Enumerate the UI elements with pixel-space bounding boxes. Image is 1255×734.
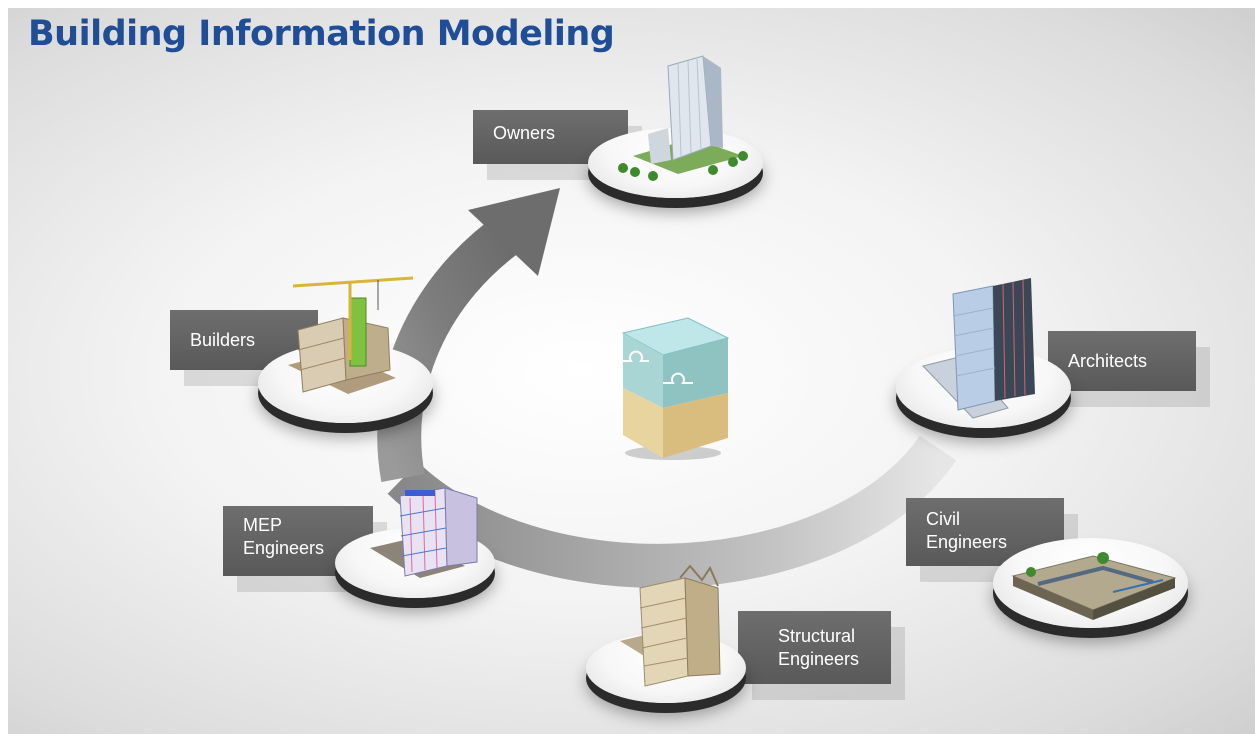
mep-building-icon: [370, 487, 478, 578]
mep-label-line1: MEP: [243, 515, 283, 535]
owners-building-icon: [618, 55, 748, 181]
architects-building-icon: [922, 278, 1035, 419]
structural-label-line1: Structural: [778, 625, 856, 646]
architects-label-text: Architects: [1068, 350, 1148, 371]
page-title: Building Information Modeling: [28, 14, 615, 54]
builders-label-text: Builders: [190, 329, 256, 350]
structural-building-icon: [620, 564, 721, 687]
civil-site-icon: [1011, 552, 1177, 620]
structural-engineers-label: Structural Engineers: [738, 611, 891, 684]
mep-engineers-label: MEP Engineers: [223, 506, 373, 576]
bim-model-icon: [621, 317, 730, 460]
owners-label-text: Owners: [493, 123, 556, 143]
builders-construction-icon: [288, 276, 414, 394]
mep-label-line2: Engineers: [243, 538, 325, 558]
architects-label: Architects: [1048, 331, 1196, 391]
structural-label-line2: Engineers: [778, 648, 860, 669]
civil-label-line1: Civil: [926, 509, 960, 529]
civil-label-line2: Engineers: [926, 532, 1008, 552]
slide: Building Information Modeling: [8, 8, 1255, 734]
